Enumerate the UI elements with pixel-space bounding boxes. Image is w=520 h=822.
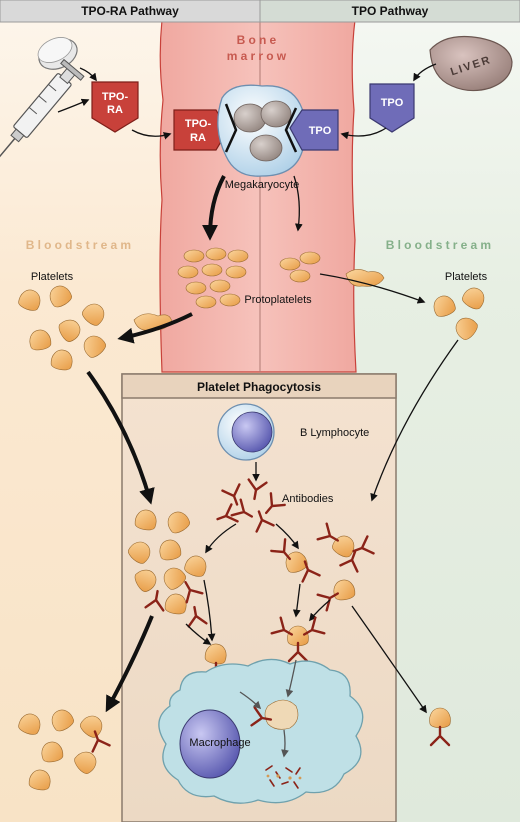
arrow-tpo-to-receptor (340, 127, 387, 140)
tpo-ra-receptor-label-line1: TPO- (185, 118, 212, 130)
platelets-label-left: Platelets (31, 271, 74, 283)
arrow-mega-to-proto-left (202, 175, 226, 241)
megakaryocyte-cell (217, 84, 308, 177)
arrow-platelets-to-phagocytosis (86, 370, 155, 505)
macrophage-label: Macrophage (189, 737, 250, 749)
tpo-ra-label-line2: RA (107, 104, 123, 116)
tpo-ra-receptor-label-line2: RA (190, 132, 206, 144)
antibodies-label: Antibodies (282, 493, 334, 505)
arrow-proto-to-platelets-left (117, 312, 193, 344)
phagocytosis-header (121, 373, 397, 399)
megakaryocyte-receptor-left (224, 103, 238, 153)
tpo-ra-receptor: TPO- RA (173, 109, 229, 151)
arrow-macrophage-internal-c (281, 729, 289, 758)
bone-marrow-label-line2: marrow (227, 49, 290, 63)
b-lymphocyte-cell (217, 403, 275, 461)
megakaryocyte-receptor-right (284, 107, 298, 153)
arrow-liver-to-tpo (413, 63, 437, 82)
macrophage-cell (158, 658, 364, 804)
megakaryocyte-label: Megakaryocyte (225, 179, 300, 191)
b-lymphocyte-label: B Lymphocyte (300, 427, 369, 439)
arrow-platelets-escape-left (105, 615, 154, 713)
syringe-icon (0, 58, 85, 172)
internalized-platelet (250, 699, 299, 730)
tpo-receptor-label: TPO (309, 125, 332, 137)
protoplatelets-cluster-left (177, 247, 249, 309)
tpo-ra-molecule: TPO- RA (91, 81, 139, 133)
bone-marrow-label-line1: Bone (237, 33, 280, 47)
arrow-antibodies-to-right (275, 523, 299, 550)
arrow-tpora-to-receptor (131, 129, 172, 140)
arrow-right-platelets-to-antibodies (370, 339, 459, 502)
degraded-fragments (265, 765, 302, 789)
protoplatelets-label: Protoplatelets (244, 294, 312, 306)
protoplatelets-cluster-right (279, 251, 321, 283)
phagocytosis-title: Platelet Phagocytosis (197, 380, 321, 394)
arrow-pill-to-tpora (79, 67, 97, 82)
tpo-label: TPO (381, 97, 404, 109)
arrow-syringe-to-tpora (57, 98, 90, 113)
tpo-molecule: TPO (369, 83, 415, 133)
header-right (259, 0, 520, 23)
platelets-label-right: Platelets (445, 271, 488, 283)
arrow-macrophage-internal-b (285, 659, 297, 698)
arrow-macrophage-internal-a (239, 691, 262, 710)
arrow-mega-to-proto-right (293, 175, 303, 232)
liver-organ: LIVER (429, 35, 513, 92)
tpo-receptor: TPO (289, 109, 339, 151)
arrow-to-macrophage-left-b (203, 579, 216, 642)
arrow-right-platelet-escape (351, 605, 427, 714)
tpo-pathway-title: TPO Pathway (352, 4, 429, 18)
arrow-proto-to-platelets-right (319, 273, 426, 304)
bloodstream-label-right: Bloodstream (386, 238, 495, 252)
arrow-right-cluster-down-a (292, 583, 301, 618)
pill-icon (37, 37, 78, 70)
fragmenting-protoplatelet-right (345, 269, 385, 287)
arrow-right-cluster-down-b (309, 599, 331, 622)
bloodstream-label-left: Bloodstream (26, 238, 135, 252)
arrow-to-macrophage-left-a (185, 623, 212, 645)
bone-marrow-region (159, 19, 357, 373)
arrow-antibodies-to-left (205, 523, 237, 554)
tpo-ra-label-line1: TPO- (102, 91, 129, 103)
tpo-ra-pathway-title: TPO-RA Pathway (81, 4, 179, 18)
